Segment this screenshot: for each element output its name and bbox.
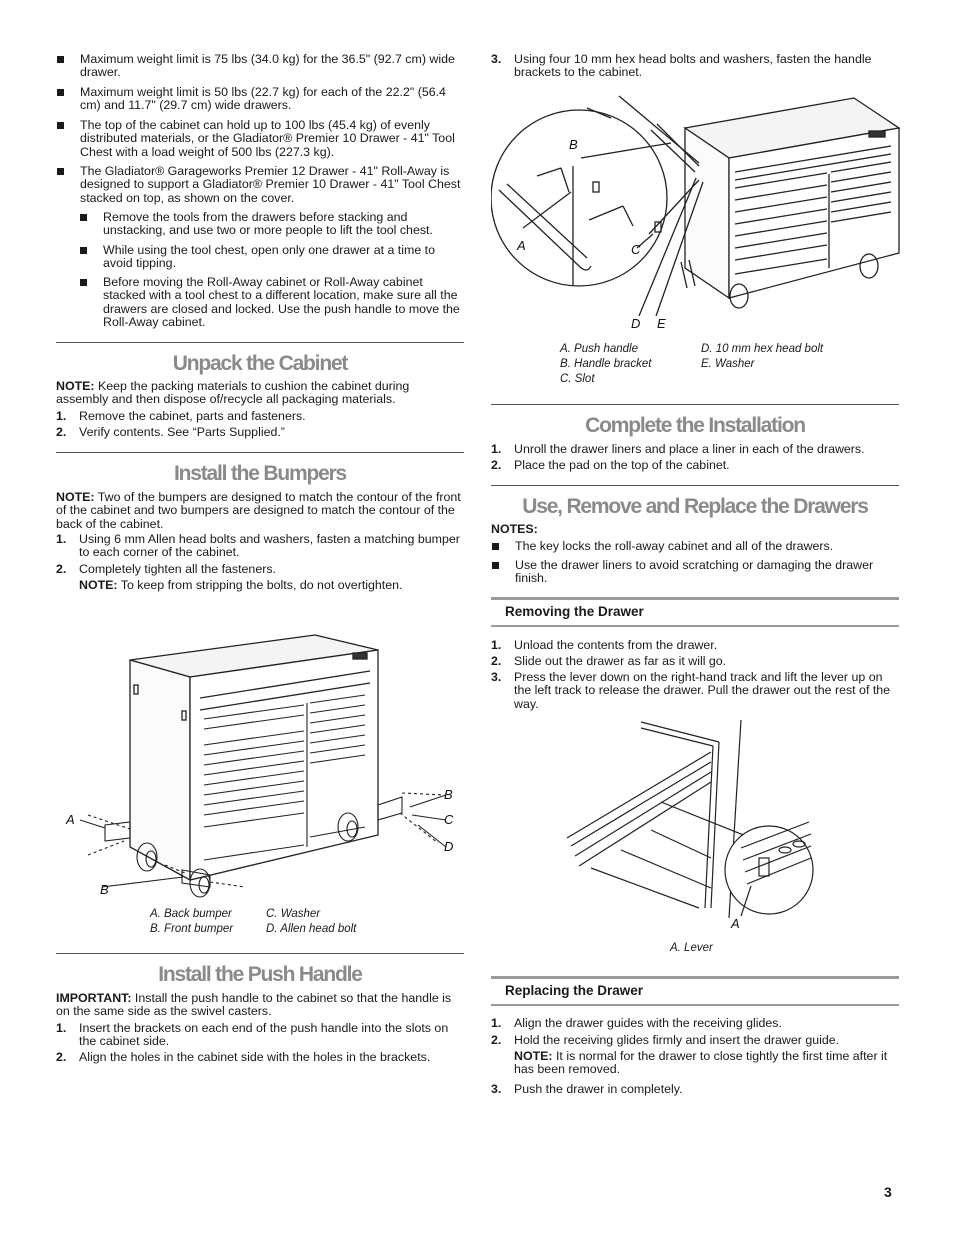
complete-step: 2.Place the pad on the top of the cabine… <box>491 458 730 472</box>
subsection-title-replacing: Replacing the Drawer <box>505 983 644 998</box>
unpack-step: 2.Verify contents. See “Parts Supplied.” <box>56 425 285 439</box>
sub-bullet-item: Before moving the Roll-Away cabinet or R… <box>79 275 464 330</box>
replacing-step-note: NOTE: It is normal for the drawer to clo… <box>514 1049 888 1077</box>
sub-bullet-item: Remove the tools from the drawers before… <box>79 210 464 238</box>
callout-letter: B <box>569 137 578 152</box>
bumpers-step-note: NOTE: To keep from stripping the bolts, … <box>79 578 403 592</box>
section-divider <box>56 953 464 954</box>
callout-letter: D <box>631 316 640 331</box>
callout-letter: C <box>631 242 641 257</box>
section-divider <box>491 485 899 486</box>
unpack-note: NOTE: Keep the packing materials to cush… <box>56 379 410 407</box>
bullet-item: Use the drawer liners to avoid scratchin… <box>491 558 899 586</box>
figure-caption: A. Lever <box>670 942 713 954</box>
push-handle-illustration: B A C D E <box>491 95 901 331</box>
drawer-fronts <box>203 694 366 861</box>
section-divider <box>491 404 899 405</box>
callout-letter: A <box>65 812 75 827</box>
callout-letter: A <box>730 916 740 931</box>
callout-letter: C <box>444 812 454 827</box>
callout-letter: E <box>657 316 666 331</box>
subsection-title-removing: Removing the Drawer <box>505 604 644 619</box>
removing-step: 1.Unload the contents from the drawer. <box>491 638 718 652</box>
drawer-removal-illustration: A <box>566 719 814 931</box>
replacing-step: 2.Hold the receiving glides firmly and i… <box>491 1033 840 1047</box>
section-divider <box>56 452 464 453</box>
removing-step: 3.Press the lever down on the right-hand… <box>491 670 891 711</box>
sub-bullet-item: While using the tool chest, open only on… <box>79 243 464 271</box>
page-number: 3 <box>884 1184 892 1200</box>
callout-letter: B <box>444 787 453 802</box>
bullet-item: Maximum weight limit is 75 lbs (34.0 kg)… <box>56 52 464 80</box>
callout-letter: D <box>444 839 453 854</box>
bumpers-step: 1.Using 6 mm Allen head bolts and washer… <box>56 532 460 560</box>
bumpers-step: 2.Completely tighten all the fasteners. <box>56 562 276 576</box>
bullet-item: The Gladiator® Garageworks Premier 12 Dr… <box>56 164 464 205</box>
callout-letter: B <box>100 882 109 897</box>
section-title-complete: Complete the Installation <box>585 414 806 437</box>
complete-step: 1.Unroll the drawer liners and place a l… <box>491 442 865 456</box>
push-handle-step: 2.Align the holes in the cabinet side wi… <box>56 1050 431 1064</box>
bumpers-illustration: A B B C D <box>65 634 454 898</box>
push-handle-step: 3.Using four 10 mm hex head bolts and wa… <box>491 52 872 80</box>
bullet-item: The key locks the roll-away cabinet and … <box>491 539 899 553</box>
bumpers-note: NOTE: Two of the bumpers are designed to… <box>56 490 461 531</box>
replacing-step: 1.Align the drawer guides with the recei… <box>491 1016 782 1030</box>
section-title-push-handle: Install the Push Handle <box>158 963 363 986</box>
important-note: IMPORTANT: Install the push handle to th… <box>56 991 452 1019</box>
bullet-item: Maximum weight limit is 50 lbs (22.7 kg)… <box>56 85 464 113</box>
bullet-item: The top of the cabinet can hold up to 10… <box>56 118 464 159</box>
subsection-bar-removing: Removing the Drawer <box>491 597 899 627</box>
section-title-bumpers: Install the Bumpers <box>173 462 347 485</box>
unpack-step: 1.Remove the cabinet, parts and fastener… <box>56 409 306 423</box>
push-handle-step: 1.Insert the brackets on each end of the… <box>56 1021 449 1049</box>
section-divider <box>56 342 464 343</box>
callout-letter: A <box>516 238 526 253</box>
notes-label: NOTES: <box>491 522 538 536</box>
section-title-drawers: Use, Remove and Replace the Drawers <box>522 495 869 518</box>
removing-step: 2.Slide out the drawer as far as it will… <box>491 654 727 668</box>
section-title-unpack: Unpack the Cabinet <box>172 352 349 375</box>
replacing-step: 3.Push the drawer in completely. <box>491 1082 683 1096</box>
subsection-bar-replacing: Replacing the Drawer <box>491 976 899 1006</box>
